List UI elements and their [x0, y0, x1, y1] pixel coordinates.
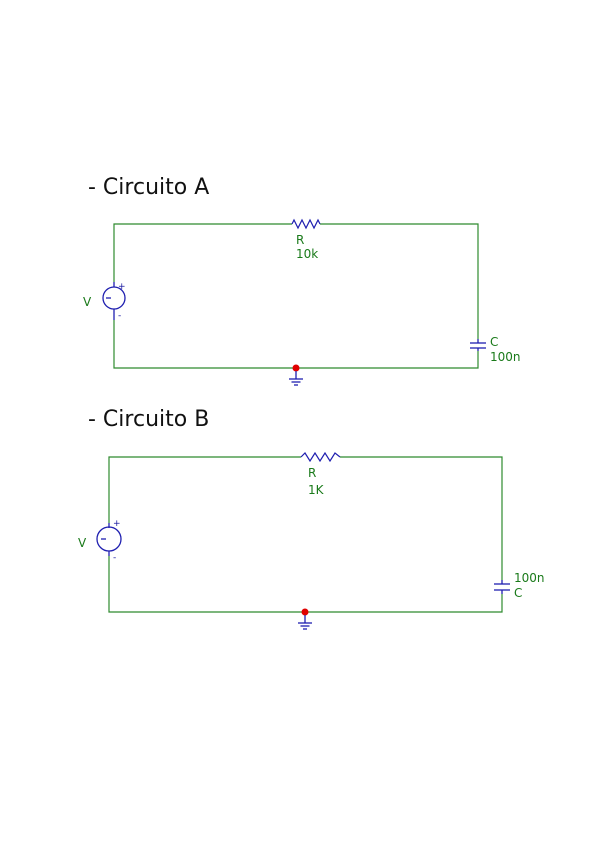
resistor-icon — [291, 218, 321, 230]
resistor-name: R — [296, 233, 304, 247]
ground-node — [292, 364, 300, 372]
source-label: V — [78, 536, 87, 550]
source-plus-sign: + — [113, 519, 121, 529]
wire — [108, 456, 301, 523]
capacitor-icon — [494, 580, 510, 594]
wire — [113, 320, 479, 369]
source-minus-sign: - — [118, 311, 121, 321]
capacitor-value: 100n — [514, 571, 545, 585]
capacitor-name: C — [514, 586, 522, 600]
voltage-source-icon — [96, 523, 122, 556]
capacitor-icon — [470, 339, 486, 351]
circuit-a: R 10k + - V C 100n — [83, 218, 521, 386]
source-label: V — [83, 295, 92, 309]
resistor-value: 1K — [308, 483, 325, 497]
wire — [320, 223, 479, 339]
source-minus-sign: - — [113, 553, 116, 563]
resistor-icon — [300, 451, 341, 463]
wire — [108, 556, 503, 613]
capacitor-name: C — [490, 335, 498, 349]
voltage-source-icon — [102, 282, 126, 320]
resistor-value: 10k — [296, 247, 318, 261]
ground-node — [301, 608, 309, 616]
circuit-a-heading: - Circuito A — [88, 175, 210, 200]
wire — [340, 456, 503, 580]
wire — [113, 223, 292, 282]
ground-icon — [298, 615, 312, 630]
resistor-name: R — [308, 466, 316, 480]
ground-icon — [289, 371, 303, 386]
source-plus-sign: + — [118, 282, 126, 292]
circuit-b-heading: - Circuito B — [88, 407, 210, 432]
circuit-b: R 1K + - V 100n C — [78, 451, 545, 630]
circuit-b-wires — [108, 456, 503, 613]
capacitor-value: 100n — [490, 350, 521, 364]
